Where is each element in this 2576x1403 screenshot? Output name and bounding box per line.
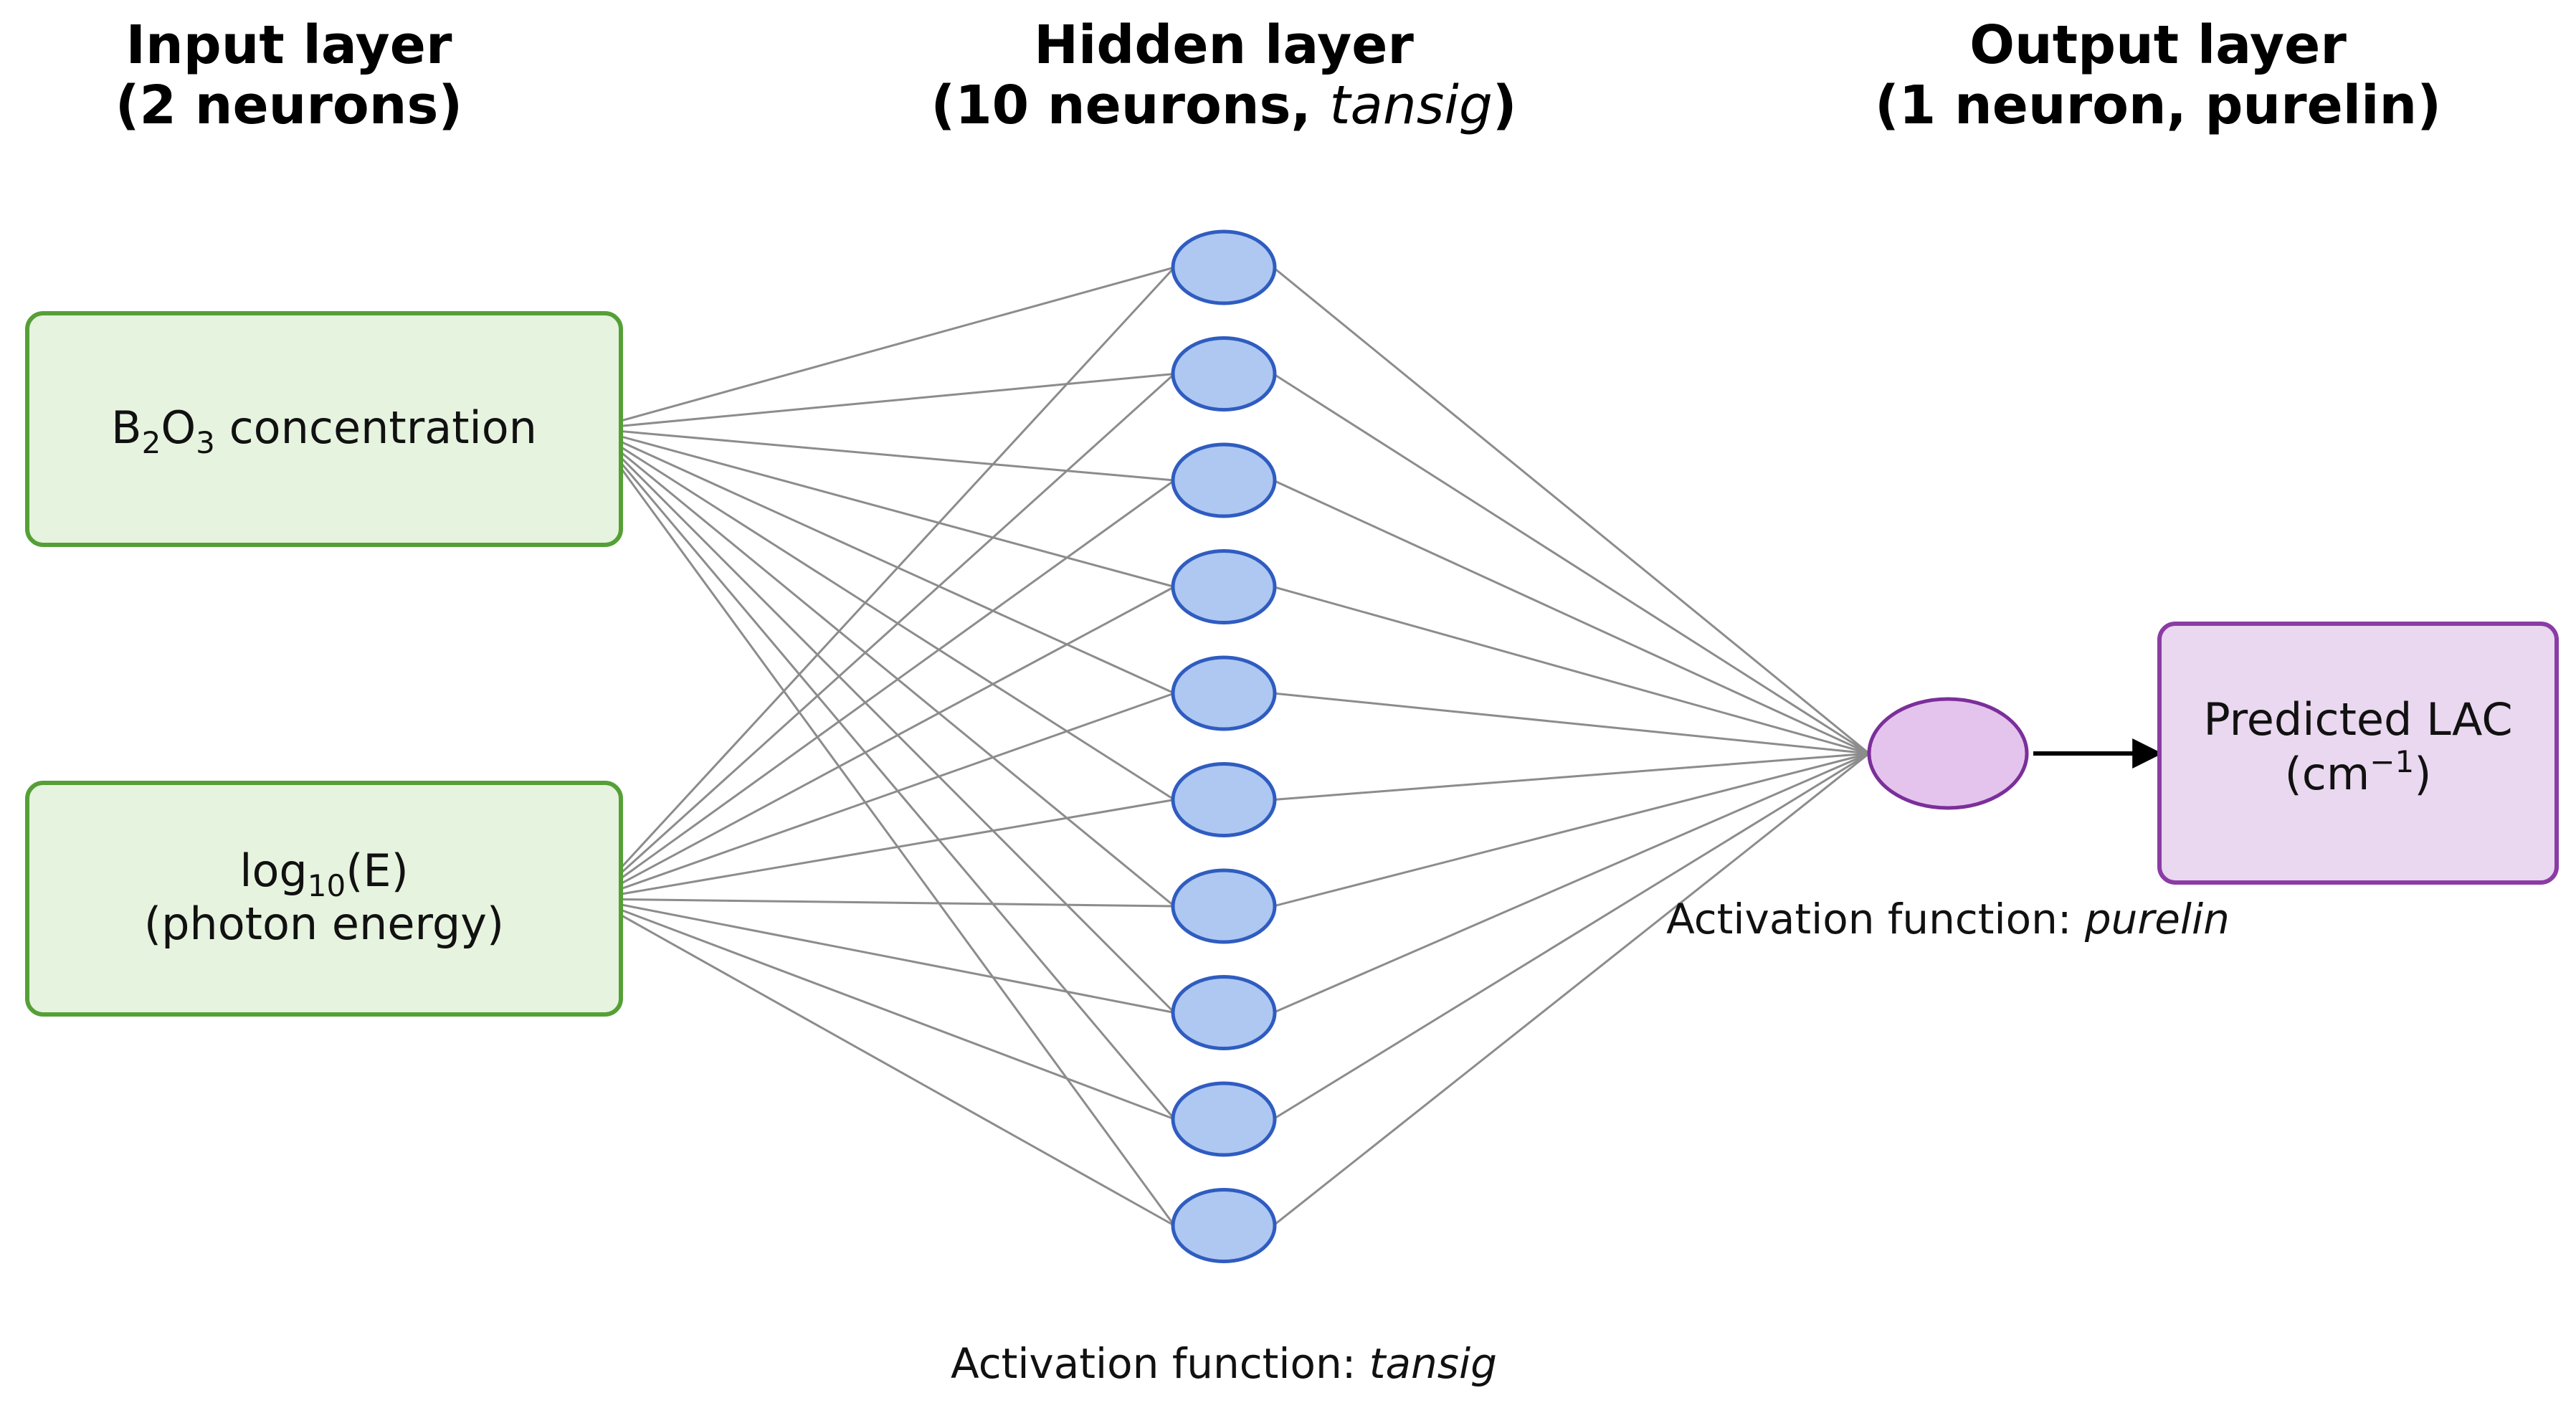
connection-hidden6-output [1273,752,1870,801]
boron-label-rest: concentration [215,401,537,454]
connection-input2-hidden1 [591,266,1176,900]
predicted-lac-label-line1: Predicted LAC [2203,693,2512,746]
input-layer-title-line1: Input layer [126,14,452,76]
hidden-neuron-6 [1171,762,1277,837]
hidden-neuron-4 [1171,549,1277,624]
input-label-energy-line2: (photon energy) [144,898,504,950]
connection-hidden8-output [1273,752,1870,1014]
connection-hidden10-output [1273,752,1870,1227]
connection-input1-hidden6 [591,427,1175,801]
hidden-neuron-7 [1171,868,1277,944]
connection-input1-hidden1 [591,266,1175,430]
hidden-layer-title-line2: (10 neurons, tansig) [931,75,1516,136]
input-node-energy: log10(E) (photon energy) [25,781,623,1017]
connection-input2-hidden3 [591,479,1175,900]
log-subscript: 10 [308,868,346,903]
hidden-neuron-9 [1171,1081,1277,1157]
output-activation-label: Activation function: purelin [1666,895,2230,943]
unit-exponent: −1 [2370,744,2414,779]
output-layer-title: Output layer (1 neuron, purelin) [1875,14,2441,136]
boron-symbol: B [111,401,142,454]
hidden-activation-fn: tansig [1369,1339,1497,1388]
connection-input1-hidden3 [591,427,1175,482]
connection-input1-hidden4 [591,427,1175,588]
connection-input2-hidden6 [591,799,1175,900]
hidden-layer-neurons [1171,229,1277,1263]
hidden-neuron-2 [1171,336,1277,412]
hidden-neuron-3 [1171,442,1277,518]
hidden-activation-label: Activation function: tansig [951,1339,1497,1388]
hidden-layer-title-prefix: (10 neurons, [931,75,1329,136]
hidden-layer-title: Hidden layer (10 neurons, tansig) [931,14,1516,136]
connection-input2-hidden7 [591,898,1175,908]
connection-input1-hidden7 [591,427,1175,908]
connection-input2-hidden2 [591,373,1176,900]
connection-input2-hidden8 [591,898,1175,1014]
connection-input1-hidden9 [591,428,1176,1120]
predicted-lac-box [2157,622,2559,885]
predicted-lac-node: Predicted LAC (cm−1) [2157,622,2559,885]
log-argument: (E) [346,845,409,897]
connection-input1-hidden2 [591,373,1175,430]
output-activation-fn: purelin [2084,895,2230,943]
input-node-boron: B2O3 concentration [25,311,623,547]
output-layer-title-line2: (1 neuron, purelin) [1875,75,2441,136]
output-layer-title-line1: Output layer [1969,14,2347,76]
oxygen-symbol: O [161,401,196,454]
boron-subscript: 2 [142,425,161,460]
hidden-activation-prefix: Activation function: [951,1339,1369,1388]
connection-input1-hidden8 [591,427,1176,1014]
hidden-neuron-8 [1171,975,1277,1050]
connection-hidden1-output [1273,266,1870,755]
output-activation-prefix: Activation function: [1666,895,2085,943]
input-label-energy-line1: log10(E) [239,845,409,903]
log-text: log [239,845,308,897]
connection-hidden5-output [1273,692,1870,755]
connection-hidden9-output [1273,752,1870,1121]
connection-input1-hidden5 [591,427,1175,695]
output-neuron [1867,697,2029,810]
connection-hidden2-output [1273,373,1870,755]
predicted-lac-label-line2: (cm−1) [2285,744,2432,800]
connection-hidden4-output [1273,586,1870,755]
input-layer-title-line2: (2 neurons) [115,75,463,136]
connection-input2-hidden10 [591,898,1175,1227]
connection-input2-hidden9 [591,898,1175,1121]
hidden-layer-title-suffix: ) [1493,75,1517,136]
input-box-energy [25,781,623,1017]
hidden-layer-title-line1: Hidden layer [1034,14,1414,76]
unit-close: ) [2414,748,2431,800]
connection-input2-hidden4 [591,586,1175,900]
hidden-neuron-1 [1171,229,1277,305]
hidden-layer-title-fn: tansig [1329,75,1492,136]
oxygen-subscript: 3 [196,425,215,460]
connection-input1-hidden10 [591,428,1176,1227]
unit-base: (cm [2285,748,2370,800]
input-layer-title: Input layer (2 neurons) [115,14,463,136]
connection-input2-hidden5 [591,692,1175,900]
input-label-boron: B2O3 concentration [111,401,537,460]
input-box-boron [25,311,623,547]
connections [591,266,1870,1227]
connection-hidden3-output [1273,479,1870,755]
hidden-neuron-5 [1171,655,1277,731]
connection-hidden7-output [1273,752,1870,908]
hidden-neuron-10 [1171,1188,1277,1263]
